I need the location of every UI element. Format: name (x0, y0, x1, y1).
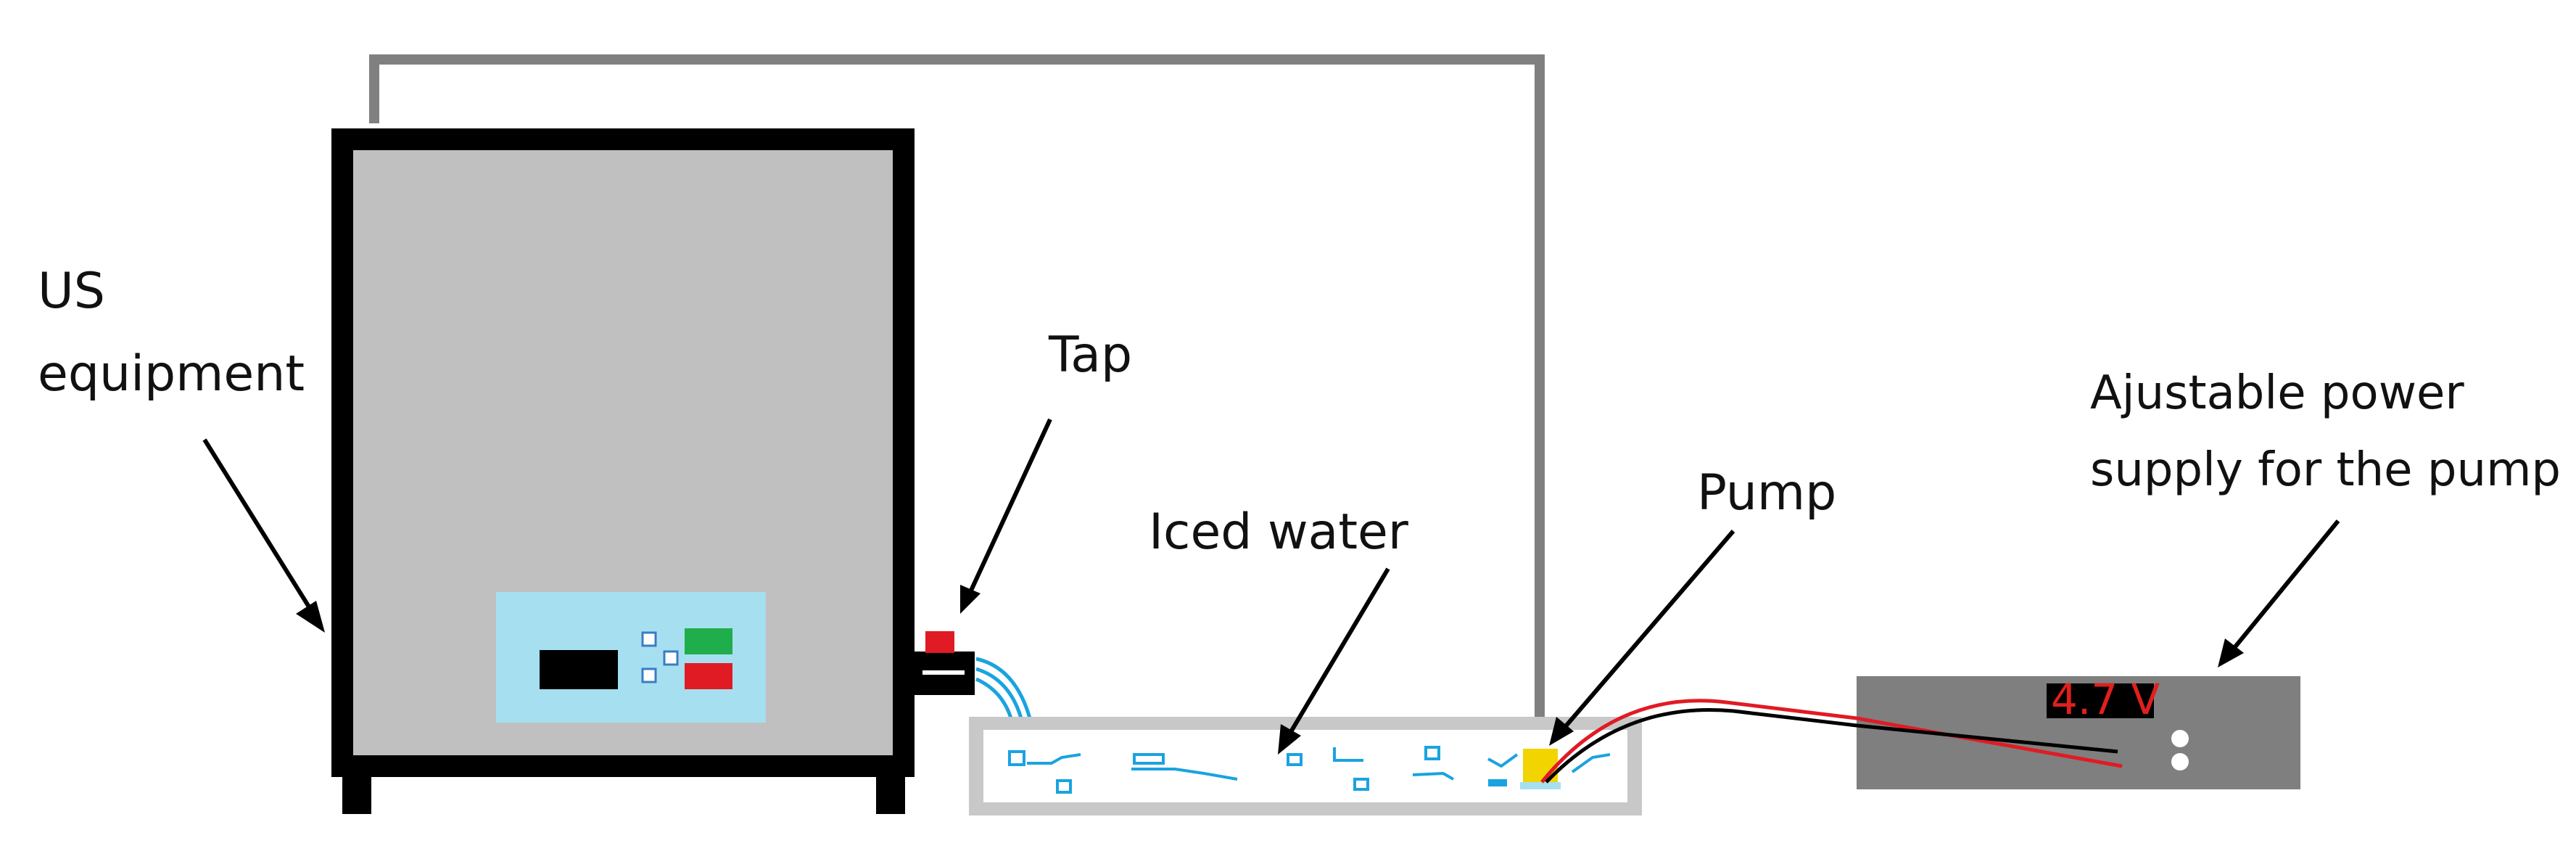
label-power-supply-line1: Ajustable power (2090, 366, 2464, 420)
iced-water-basin (969, 717, 1642, 815)
ice-cube (1424, 746, 1440, 760)
arrow-iced-water (1287, 567, 1390, 736)
tap-handle (925, 631, 954, 653)
panel-square-2 (663, 650, 679, 666)
pump-base (1520, 782, 1561, 789)
panel-green-button (685, 628, 732, 654)
voltage-readout: 4.7 V (2051, 675, 2160, 724)
label-iced-water: Iced water (1149, 504, 1408, 561)
ice-block (1488, 779, 1507, 786)
ice-cube (1353, 778, 1369, 791)
ripple (1027, 753, 1081, 765)
tap-stream-1 (975, 657, 1032, 719)
arrow-tap-head (960, 585, 981, 614)
knob-upper (2171, 730, 2189, 747)
ice-cube (1133, 753, 1165, 765)
ice-cube (1287, 753, 1303, 766)
tap-stripe (922, 670, 965, 675)
label-us-equipment-line1: US (38, 263, 105, 320)
ripple (1131, 768, 1238, 781)
wire-black (1545, 707, 2118, 784)
cabinet-foot-right (876, 770, 905, 814)
return-tube (369, 54, 1545, 751)
arrow-pump (1563, 530, 1735, 728)
control-panel (496, 592, 766, 723)
ice-cube (1056, 779, 1072, 794)
arrow-iced-water-head (1278, 724, 1301, 755)
ripple (1333, 747, 1363, 762)
label-pump: Pump (1697, 464, 1837, 522)
ice-cube (1008, 750, 1025, 766)
arrow-power-supply-head (2218, 638, 2244, 667)
panel-red-button (685, 663, 732, 689)
arrows (202, 418, 2340, 755)
ripple (1487, 753, 1519, 768)
arrow-tap (968, 418, 1052, 593)
wire-red (1540, 699, 2123, 784)
arrow-power-supply (2232, 519, 2340, 650)
label-tap: Tap (1049, 326, 1133, 384)
power-supply-display (2047, 683, 2154, 718)
knob-lower (2171, 753, 2189, 770)
tap-stream-2 (975, 667, 1023, 719)
arrow-us-equipment (202, 438, 315, 615)
cabinet-body (331, 128, 915, 777)
tap-stream-3 (975, 677, 1013, 719)
cabinet-foot-left (342, 770, 371, 814)
panel-square-1 (641, 631, 657, 647)
us-equipment (331, 128, 1032, 814)
pump (1523, 749, 1558, 785)
arrow-us-equipment-head (296, 601, 325, 633)
arrow-pump-head (1549, 717, 1574, 746)
ripple (1571, 753, 1611, 773)
power-supply: 4.7 V (1857, 675, 2300, 789)
label-us-equipment-line2: equipment (38, 345, 305, 403)
basin-water (983, 730, 1627, 802)
label-power-supply-line2: supply for the pump (2090, 443, 2561, 497)
panel-square-3 (641, 667, 657, 683)
ripple (1412, 771, 1454, 781)
panel-display (540, 650, 618, 689)
